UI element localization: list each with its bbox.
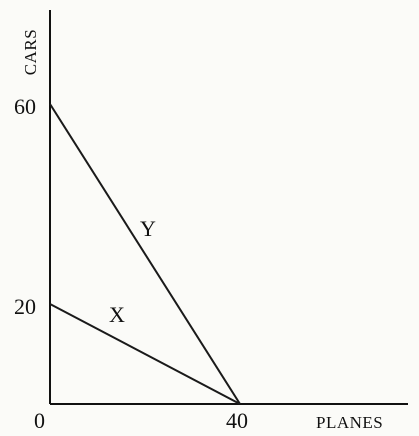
series-x-line bbox=[49, 303, 241, 405]
x-tick-label: 40 bbox=[226, 408, 248, 433]
y-tick-label: 20 bbox=[14, 294, 36, 319]
x-tick-label: 0 bbox=[34, 408, 45, 433]
series-x-label: X bbox=[109, 302, 125, 327]
series-y-line bbox=[49, 103, 241, 405]
y-tick-label: 60 bbox=[14, 94, 36, 119]
x-axis-label: PLANES bbox=[316, 413, 383, 432]
series-y-label: Y bbox=[140, 216, 156, 241]
y-axis-label: CARS bbox=[21, 29, 40, 75]
